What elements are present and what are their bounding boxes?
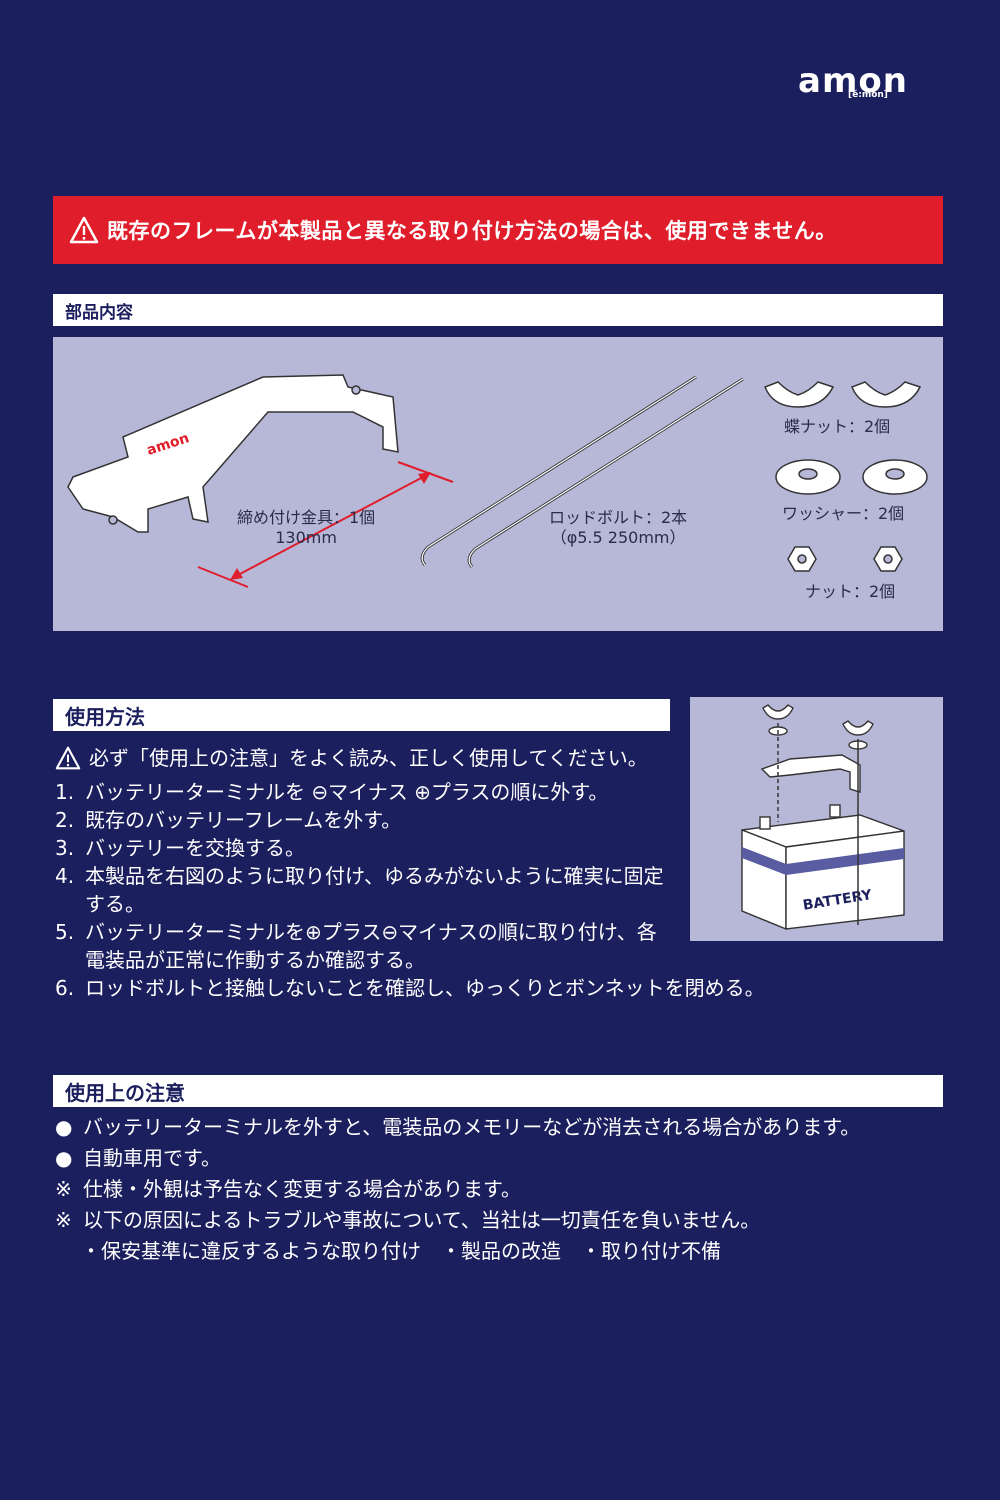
parts-title: 部品内容 [65,302,133,323]
note-mark: ※ [55,1208,72,1232]
caution-text: 以下の原因によるトラブルや事故について、当社は一切責任を負いません。 [83,1208,761,1232]
caution-sub-items: ・保安基準に違反するような取り付け ・製品の改造 ・取り付け不備 [55,1236,955,1267]
caution-item: ● バッテリーターミナルを外すと、電装品のメモリーなどが消去される場合があります… [55,1112,955,1143]
usage-step: 2. 既存のバッテリーフレームを外す。 [55,806,955,834]
step-number: 5. [55,920,75,944]
step-number: 1. [55,780,75,804]
usage-header: 使用方法 [53,699,670,731]
caution-text: バッテリーターミナルを外すと、電装品のメモリーなどが消去される場合があります。 [83,1115,861,1139]
caution-item: ※ 仕様・外観は予告なく変更する場合があります。 [55,1174,955,1205]
nut-label: ナット：2個 [805,582,896,601]
washer-illustration [775,459,928,495]
step-text: バッテリーターミナルを ⊖マイナス ⊕プラスの順に外す。 [85,780,609,804]
caution-text: 仕様・外観は予告なく変更する場合があります。 [83,1177,521,1201]
arrow-head-right [418,472,431,484]
note-mark: ※ [55,1177,72,1201]
warning-text: 既存のフレームが本製品と異なる取り付け方法の場合は、使用できません。 [107,219,837,243]
battery-illustration: BATTERY [741,704,905,931]
step-text: バッテリーターミナルを⊕プラス⊖マイナスの順に取り付け、各電装品が正常に作動する… [85,920,657,972]
rod-label-name: ロッドボルト：2本 [549,508,688,527]
warning-triangle-icon [69,216,99,244]
arrow-head-left [230,568,243,580]
step-text: 本製品を右図のように取り付け、ゆるみがないように確実に固定する。 [85,864,664,916]
step-number: 2. [55,808,75,832]
measure-arrow [237,476,424,576]
rod-spec: （φ5.5 250mm） [550,528,686,547]
wingnut-label: 蝶ナット：2個 [784,417,891,436]
step-number: 3. [55,836,75,860]
usage-title: 使用方法 [65,704,145,729]
bullet-mark: ● [55,1146,73,1170]
usage-notice: 必ず「使用上の注意」をよく読み、正しく使用してください。 [55,744,955,772]
washer-label: ワッシャー：2個 [782,504,905,523]
measure-line-right [397,461,454,483]
step-text: バッテリーを交換する。 [85,836,305,860]
battery-top-band [742,847,786,875]
rod-bolt-illustration [420,375,744,568]
caution-header: 使用上の注意 [53,1075,943,1107]
warning-banner: 既存のフレームが本製品と異なる取り付け方法の場合は、使用できません。 [53,196,943,264]
usage-step: 5. バッテリーターミナルを⊕プラス⊖マイナスの順に取り付け、各電装品が正常に作… [55,918,955,974]
caution-title: 使用上の注意 [65,1080,185,1105]
caution-list: ● バッテリーターミナルを外すと、電装品のメモリーなどが消去される場合があります… [55,1112,955,1267]
caution-sub-text: ・保安基準に違反するような取り付け ・製品の改造 ・取り付け不備 [81,1239,721,1263]
step-text: 既存のバッテリーフレームを外す。 [85,808,402,832]
usage-step: 4. 本製品を右図のように取り付け、ゆるみがないように確実に固定する。 [55,862,955,918]
bullet-mark: ● [55,1115,73,1139]
brand-name: amon [798,61,908,101]
usage-step: 1. バッテリーターミナルを ⊖マイナス ⊕プラスの順に外す。 [55,778,955,806]
battery-panel: BATTERY [690,697,943,941]
usage-step: 3. バッテリーを交換する。 [55,834,955,862]
brand-sub: [é:mon] [848,90,888,100]
caution-item: ● 自動車用です。 [55,1143,955,1174]
parts-header: 部品内容 [53,294,943,326]
nut-illustration [787,546,903,572]
bracket-label-name: 締め付け金具：1個 [237,508,376,527]
bracket-illustration [67,374,399,533]
rod-label: ロッドボルト：2本 （φ5.5 250mm） [549,508,687,548]
usage-steps: 必ず「使用上の注意」をよく読み、正しく使用してください。 1. バッテリーターミ… [55,744,955,1002]
step-number: 4. [55,864,75,888]
wing-nut-illustration [764,381,922,408]
step-text: ロッドボルトと接触しないことを確認し、ゆっくりとボンネットを閉める。 [85,976,765,1000]
battery-side-band [786,848,904,875]
caution-text: 自動車用です。 [83,1146,221,1170]
bracket-label: 締め付け金具：1個 130mm [237,508,375,548]
usage-notice-text: 必ず「使用上の注意」をよく読み、正しく使用してください。 [89,746,648,770]
usage-step: 6. ロッドボルトと接触しないことを確認し、ゆっくりとボンネットを閉める。 [55,974,955,1002]
brand-logo: amon [é:mon] [798,61,948,106]
parts-illustration: amon [67,374,928,588]
step-number: 6. [55,976,75,1000]
parts-panel: amon [53,337,943,631]
bracket-size: 130mm [275,528,337,547]
caution-triangle-icon [55,746,81,770]
measure-line-left [197,566,249,588]
caution-item: ※ 以下の原因によるトラブルや事故について、当社は一切責任を負いません。 [55,1205,955,1236]
